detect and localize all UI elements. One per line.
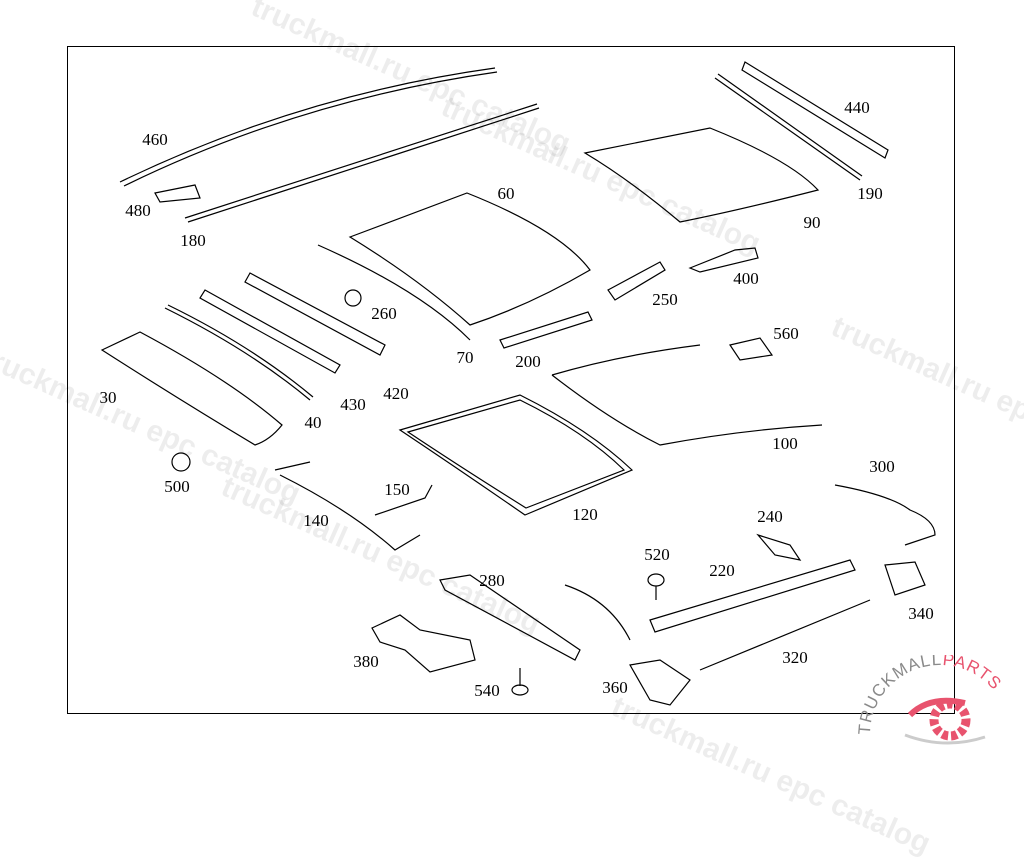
callout-380: 380 xyxy=(353,652,379,671)
callout-70: 70 xyxy=(456,348,474,367)
callout-180: 180 xyxy=(180,231,206,250)
callout-240: 240 xyxy=(757,507,783,526)
callout-220: 220 xyxy=(709,561,735,580)
callout-420: 420 xyxy=(383,384,409,403)
callout-430: 430 xyxy=(340,395,366,414)
part-100-panel xyxy=(551,344,823,446)
callout-40: 40 xyxy=(304,413,322,432)
callout-480: 480 xyxy=(125,201,151,220)
callout-360: 360 xyxy=(602,678,628,697)
part-90-panel xyxy=(583,127,820,223)
part-30-glass xyxy=(100,331,283,446)
callout-30: 30 xyxy=(99,388,117,407)
callout-260: 260 xyxy=(371,304,397,323)
part-320-cable xyxy=(699,599,871,671)
callout-460: 460 xyxy=(142,130,168,149)
part-240-hinge xyxy=(756,533,802,561)
part-420-bar xyxy=(244,272,386,356)
part-60-glass xyxy=(348,192,591,326)
callout-190: 190 xyxy=(857,184,883,203)
part-300-cable xyxy=(834,484,936,546)
part-190-rail xyxy=(714,73,863,181)
callout-90: 90 xyxy=(803,213,821,232)
part-150-cable xyxy=(374,484,433,516)
callout-540: 540 xyxy=(474,681,500,700)
part-400-bracket xyxy=(688,247,759,273)
part-430-bar xyxy=(199,289,341,374)
callout-200: 200 xyxy=(515,352,541,371)
part-250-deflector xyxy=(607,261,666,301)
part-380-motor xyxy=(371,614,476,673)
callout-440: 440 xyxy=(844,98,870,117)
part-480-clip xyxy=(154,184,201,203)
callout-150: 150 xyxy=(384,480,410,499)
callout-400: 400 xyxy=(733,269,759,288)
callout-60: 60 xyxy=(497,184,515,203)
callout-300: 300 xyxy=(869,457,895,476)
part-70-seal xyxy=(317,244,471,341)
callout-140: 140 xyxy=(303,511,329,530)
callout-560: 560 xyxy=(773,324,799,343)
part-140-seal xyxy=(274,461,421,551)
part-200-wind-deflector xyxy=(499,311,593,349)
part-560-clip xyxy=(729,337,774,361)
part-120-frame-seal xyxy=(398,394,634,516)
part-340-bracket xyxy=(884,561,926,596)
truckmall-parts-logo: TRUCKMALLPARTS xyxy=(855,655,1005,745)
part-220-mechanism xyxy=(564,559,856,641)
part-280-bracket xyxy=(439,574,581,661)
callout-120: 120 xyxy=(572,505,598,524)
callout-340: 340 xyxy=(908,604,934,623)
callout-320: 320 xyxy=(782,648,808,667)
part-180-strip xyxy=(184,103,540,223)
callout-100: 100 xyxy=(772,434,798,453)
part-460-roof-rail xyxy=(119,67,498,187)
part-360-bracket xyxy=(629,659,691,706)
callout-520: 520 xyxy=(644,545,670,564)
part-260-knob xyxy=(344,289,362,307)
callout-250: 250 xyxy=(652,290,678,309)
callout-500: 500 xyxy=(164,477,190,496)
part-520-screw xyxy=(647,573,665,600)
part-40-strip xyxy=(164,304,314,401)
diagram-frame xyxy=(67,46,955,714)
part-440-rail xyxy=(741,61,889,159)
part-540-screw xyxy=(511,668,529,696)
callout-280: 280 xyxy=(479,571,505,590)
parts-drawing xyxy=(100,61,936,706)
part-500-grommet xyxy=(171,452,191,472)
